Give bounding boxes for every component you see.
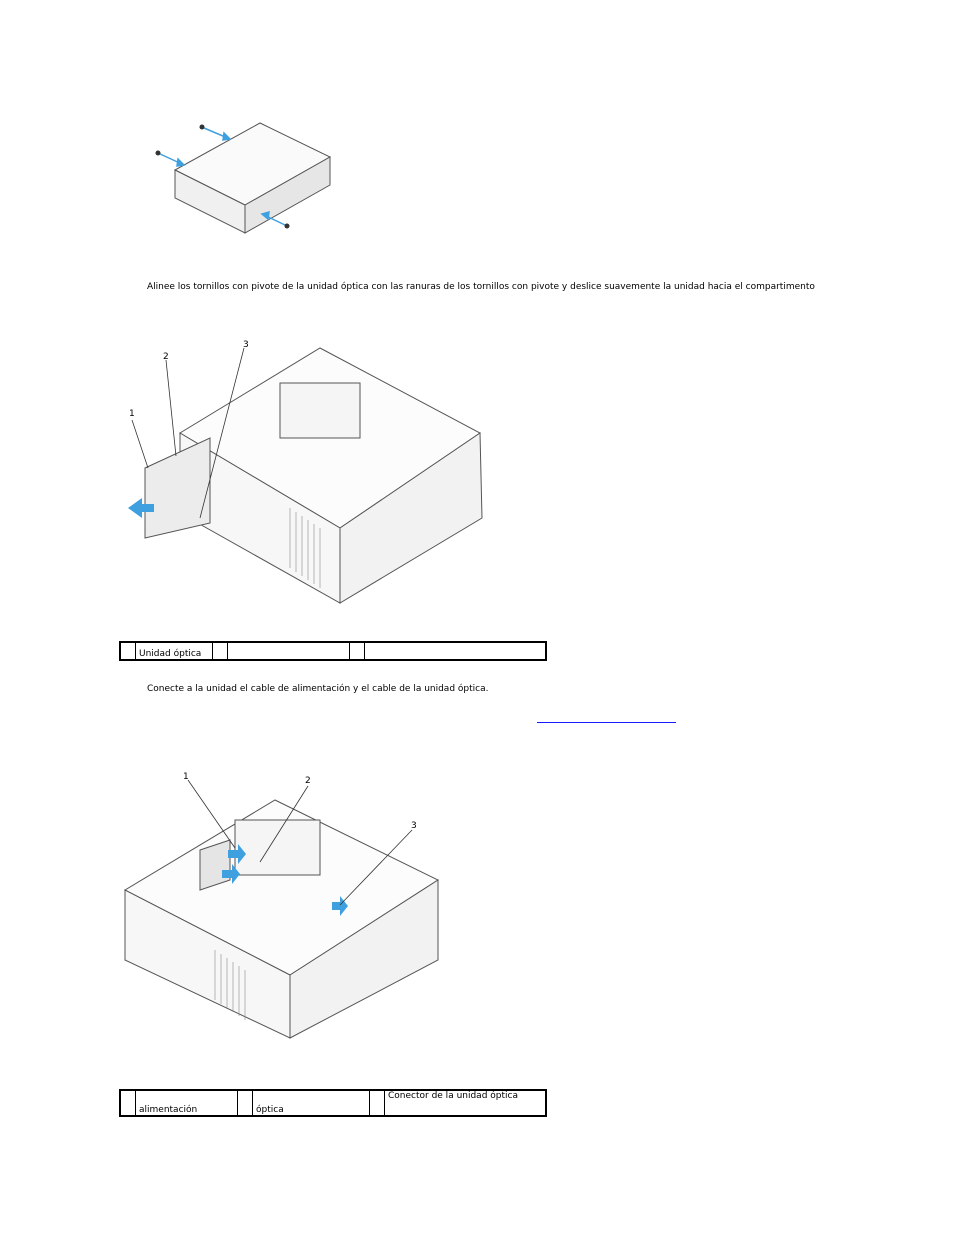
legend-table-2: alimentación óptica Conector de la unida… [119, 1089, 547, 1117]
fig3-callout-1: 1 [183, 772, 189, 782]
fig3-callout-3: 3 [411, 821, 417, 831]
fig2-callout-1: 1 [129, 409, 135, 419]
legend1-desc-1: Unidad óptica [135, 641, 213, 661]
legend1-desc-3 [364, 641, 547, 661]
figure-connect-cables: 1 2 3 [123, 772, 440, 1039]
figure-insert-drive: 1 2 3 [128, 340, 483, 604]
legend1-num-3 [349, 641, 365, 661]
fig2-callout-3: 3 [243, 340, 249, 350]
fig2-callout-2: 2 [163, 352, 169, 362]
legend2-desc-1: alimentación [135, 1089, 238, 1117]
legend2-desc-2: óptica [252, 1089, 370, 1117]
figure-drive-screws [155, 122, 332, 234]
legend2-num-1 [119, 1089, 136, 1117]
legend2-num-3 [369, 1089, 385, 1117]
legend1-desc-2 [227, 641, 350, 661]
hyperlink-underline[interactable] [537, 722, 676, 723]
legend2-desc-3: Conector de la unidad óptica [384, 1089, 547, 1117]
legend2-num-2 [237, 1089, 253, 1117]
step-connect-text: Conecte a la unidad el cable de alimenta… [147, 684, 489, 694]
fig3-callout-2: 2 [305, 776, 311, 786]
legend-table-1: Unidad óptica [119, 641, 547, 661]
legend1-num-1 [119, 641, 136, 661]
step-align-text: Alinee los tornillos con pivote de la un… [147, 282, 815, 292]
legend1-num-2 [212, 641, 228, 661]
